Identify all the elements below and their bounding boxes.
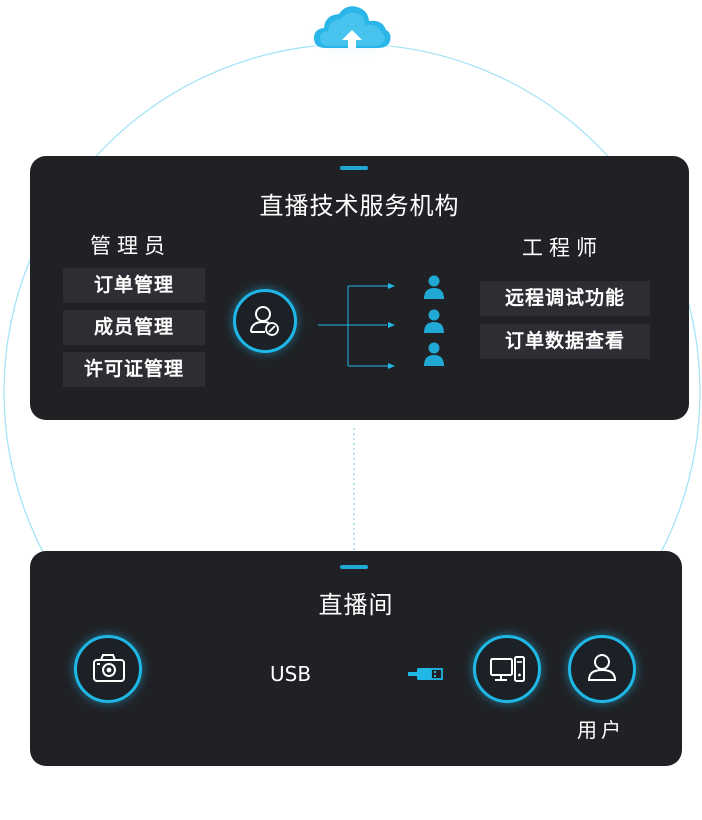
service-org-title: 直播技术服务机构 bbox=[259, 192, 460, 220]
camera-icon bbox=[74, 635, 142, 703]
admin-user-icon bbox=[233, 289, 297, 353]
admin-tag-order: 订单管理 bbox=[63, 268, 205, 303]
admin-role-label: 管理员 bbox=[90, 234, 171, 258]
studio-title: 直播间 bbox=[318, 591, 394, 619]
engineer-person-icon bbox=[424, 309, 444, 333]
cloud-upload-icon bbox=[302, 2, 402, 58]
engineer-tag-debug: 远程调试功能 bbox=[480, 281, 650, 316]
usb-label: USB bbox=[268, 662, 314, 686]
user-label: 用户 bbox=[577, 718, 625, 742]
computer-icon bbox=[473, 635, 541, 703]
engineer-person-icon bbox=[424, 342, 444, 366]
studio-panel: 直播间 USB bbox=[30, 551, 682, 766]
panel-notch bbox=[340, 565, 368, 569]
admin-tag-license: 许可证管理 bbox=[63, 352, 205, 387]
arrow-fanout-icon bbox=[318, 283, 395, 369]
user-icon bbox=[568, 635, 636, 703]
admin-tag-members: 成员管理 bbox=[63, 310, 205, 345]
panel-notch bbox=[340, 166, 368, 170]
service-org-panel: 直播技术服务机构 管理员 订单管理 成员管理 许可证管理 工程师 远程调试功能 … bbox=[30, 156, 689, 420]
engineer-person-icon bbox=[424, 275, 444, 299]
usb-plug-icon bbox=[408, 668, 443, 680]
engineer-tag-orderdata: 订单数据查看 bbox=[480, 324, 650, 359]
engineer-role-label: 工程师 bbox=[522, 236, 603, 260]
